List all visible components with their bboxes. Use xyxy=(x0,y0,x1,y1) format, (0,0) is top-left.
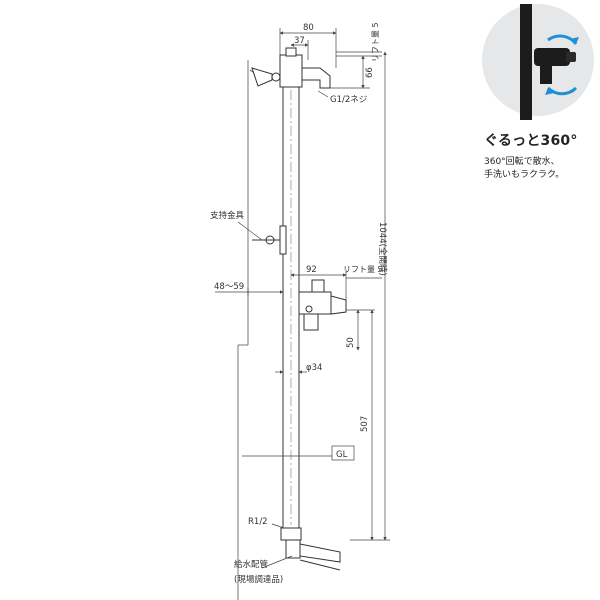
dim-lower-height: 507 xyxy=(360,416,370,432)
dim-pipe-diameter: φ34 xyxy=(306,363,322,373)
callout-desc-line2: 手洗いもラクラク。 xyxy=(484,170,565,180)
rotation-callout-image xyxy=(482,4,594,120)
label-supply-pipe: 給水配管 xyxy=(234,559,268,570)
dim-spout-height: 66 xyxy=(365,67,375,78)
side-valve xyxy=(298,279,347,331)
dimension-lines xyxy=(215,28,390,569)
label-ground-level: GL xyxy=(336,450,348,460)
faucet-column xyxy=(251,47,341,571)
callout-desc-line1: 360°回転で散水、 xyxy=(484,157,560,167)
dim-side-offset: 92 xyxy=(306,265,317,275)
dim-valve-height: 50 xyxy=(346,337,356,348)
dim-thread: G1/2ネジ xyxy=(330,95,367,105)
dim-total-height: 1044(全開時) xyxy=(377,222,388,276)
dim-top-lift: リフト量 5 xyxy=(371,22,380,62)
dim-mount-range: 48〜59 xyxy=(214,282,244,292)
dim-spout-offset: 37 xyxy=(294,36,305,46)
callout-description: 360°回転で散水、 手洗いもラクラク。 xyxy=(484,156,594,182)
label-base-thread: R1/2 xyxy=(248,517,268,527)
callout-title: ぐるっと360° xyxy=(484,133,578,149)
label-bracket: 支持金具 xyxy=(210,210,245,221)
dim-side-lift: リフト量 5 xyxy=(343,265,383,274)
label-supply-note: (現場調達品) xyxy=(234,574,283,585)
gl-box xyxy=(331,445,355,461)
support-bracket xyxy=(252,225,287,255)
dim-top-width: 80 xyxy=(303,23,314,33)
